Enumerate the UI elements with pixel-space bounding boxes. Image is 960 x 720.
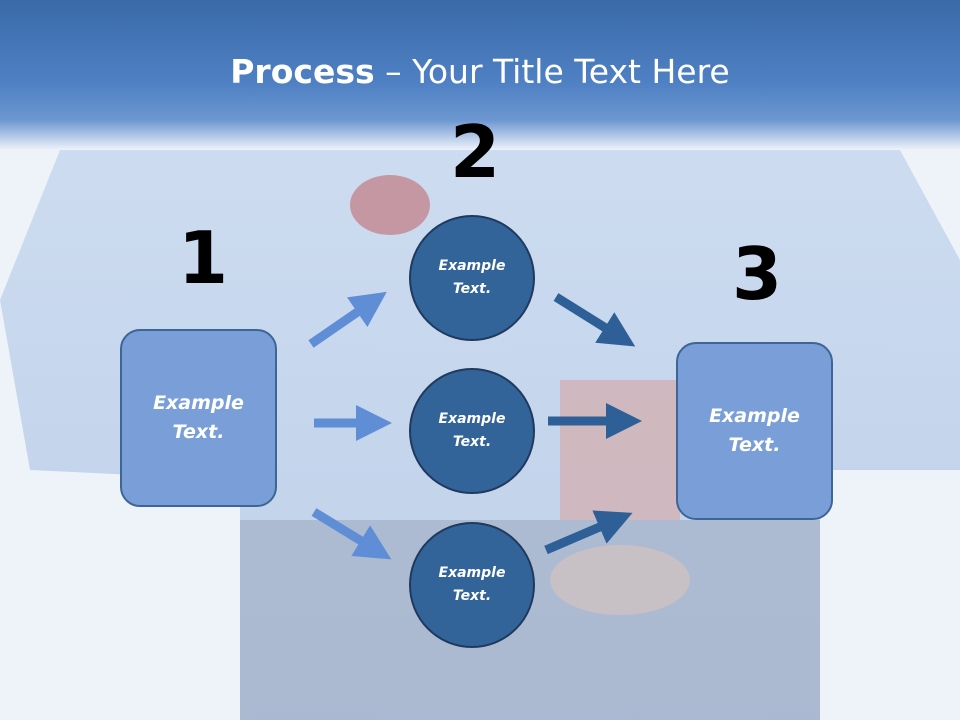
step-1-line2: Text. [172, 421, 225, 443]
step-3-line1: Example [709, 405, 800, 427]
step-3-line2: Text. [728, 434, 781, 456]
circle-middle-line1: Example [438, 411, 506, 427]
header-band [0, 0, 960, 150]
step-1-box: Example Text. [120, 329, 277, 507]
arrow-1-to-top [308, 291, 387, 348]
circle-bottom-line2: Text. [452, 588, 492, 604]
circle-top: Example Text. [409, 215, 535, 341]
step-number-1: 1 [178, 216, 229, 300]
circle-top-line2: Text. [452, 281, 492, 297]
arrow-1-to-bottom [311, 508, 392, 560]
circle-middle-line2: Text. [452, 434, 492, 450]
step-number-3: 3 [732, 232, 783, 316]
circle-bottom: Example Text. [409, 522, 535, 648]
slide-title: Process – Your Title Text Here [0, 52, 960, 91]
arrow-bottom-to-3 [544, 510, 633, 555]
title-bold: Process [230, 52, 375, 91]
step-3-box: Example Text. [676, 342, 833, 520]
step-1-line1: Example [153, 392, 244, 414]
circle-top-line1: Example [438, 258, 506, 274]
step-number-2: 2 [450, 110, 501, 194]
arrow-top-to-3 [553, 293, 636, 347]
title-rest: – Your Title Text Here [374, 52, 730, 91]
circle-bottom-line1: Example [438, 565, 506, 581]
circle-middle: Example Text. [409, 368, 535, 494]
